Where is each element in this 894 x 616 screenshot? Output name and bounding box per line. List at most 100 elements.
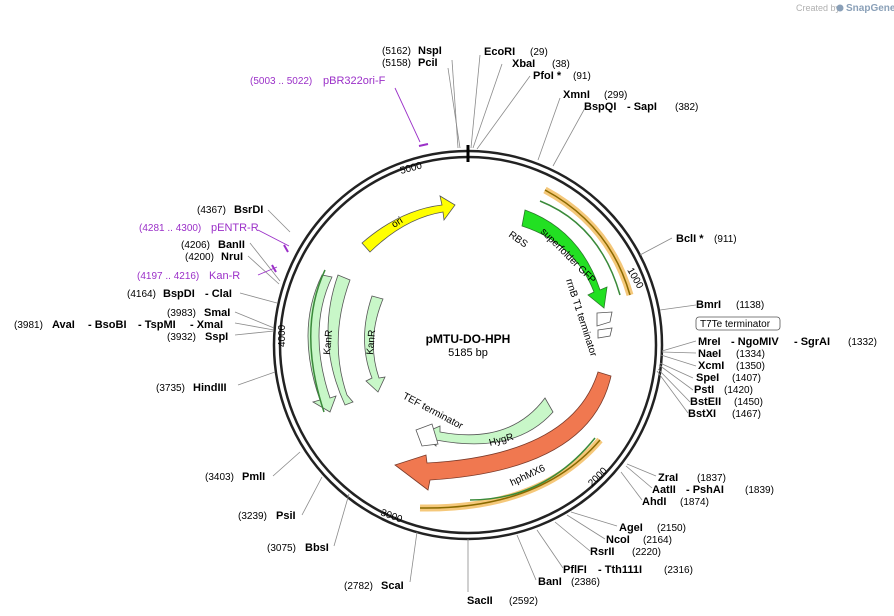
primer-leader-lines <box>257 87 421 276</box>
site-enz-rsrii[interactable]: RsrII <box>590 546 614 558</box>
created-by-text: Created by <box>796 3 841 13</box>
site-pos-sspi: (3932) <box>167 332 196 343</box>
site-pos-bstxi: (1467) <box>732 409 761 420</box>
primer-pos-pbr322ori-f: (5003 .. 5022) <box>250 76 312 87</box>
kanr-inner-label: KanR <box>365 329 378 355</box>
site-pos-xbai: (38) <box>552 59 570 70</box>
site-enz-bstxi[interactable]: BstXI <box>688 408 716 420</box>
primer-name-kan-r[interactable]: Kan-R <box>209 270 240 282</box>
site-enz-bmri[interactable]: BmrI <box>696 299 721 311</box>
site-enz-xbai[interactable]: XbaI <box>512 58 535 70</box>
site-enz-nspi[interactable]: NspI <box>418 45 442 57</box>
site-pos-ahdi: (1874) <box>680 497 709 508</box>
site-pos-pcii: (5158) <box>382 58 411 69</box>
site-pos-bspqi: (382) <box>675 102 698 113</box>
primer-band-gfp-line <box>544 189 631 296</box>
site-enz-pshai[interactable]: - PshAI <box>686 484 724 496</box>
snapgene-brand-text: SnapGene <box>846 3 894 14</box>
site-pos-banii: (4206) <box>181 240 210 251</box>
site-pos-ncoi: (2164) <box>643 535 672 546</box>
site-enz-sgrai[interactable]: - SgrAI <box>794 336 830 348</box>
site-pos-avai: (3981) <box>14 320 43 331</box>
tef-terminator-feature <box>415 423 439 447</box>
site-enz-bani[interactable]: BanI <box>538 576 562 588</box>
site-pos-pflfi: (2316) <box>664 565 693 576</box>
site-enz-smai[interactable]: SmaI <box>204 307 230 319</box>
site-pos-mrei: (1332) <box>848 337 877 348</box>
site-enz-sacii[interactable]: SacII <box>467 595 493 607</box>
site-enz-nrui[interactable]: NruI <box>221 251 243 263</box>
primer-pos-pentr-r: (4281 .. 4300) <box>139 223 201 234</box>
tick-label-2000: 2000 <box>586 465 610 489</box>
site-enz-avai[interactable]: AvaI <box>52 319 75 331</box>
primer-marks <box>271 143 429 273</box>
site-enz-aatii[interactable]: AatII <box>652 484 676 496</box>
hphmx6-feature <box>394 371 612 491</box>
site-enz-ecori[interactable]: EcoRI <box>484 46 515 58</box>
primer-pos-kan-r: (4197 .. 4216) <box>137 271 199 282</box>
site-enz-bsrdi[interactable]: BsrDI <box>234 204 263 216</box>
t7te-label: T7Te terminator <box>700 319 771 330</box>
primer-name-pbr322ori-f[interactable]: pBR322ori-F <box>323 75 386 87</box>
site-enz-spei[interactable]: SpeI <box>696 372 719 384</box>
site-pos-ecori: (29) <box>530 47 548 58</box>
site-enz-agei[interactable]: AgeI <box>619 522 643 534</box>
site-enz-tth111i[interactable]: - Tth111I <box>598 564 642 576</box>
site-enz-banii[interactable]: BanII <box>218 239 245 251</box>
kanr-outer-label: KanR <box>322 329 335 355</box>
site-enz-ngomiv[interactable]: - NgoMIV <box>731 336 779 348</box>
site-enz-xmai[interactable]: - XmaI <box>190 319 223 331</box>
site-pos-bsrdi: (4367) <box>197 205 226 216</box>
site-pos-scai: (2782) <box>344 581 373 592</box>
site-enz-mrei[interactable]: MreI <box>698 336 721 348</box>
site-enz-tspmi[interactable]: - TspMI <box>138 319 176 331</box>
site-pos-hindiii: (3735) <box>156 383 185 394</box>
kanr-outer-track <box>310 269 326 413</box>
site-enz-pfoi[interactable]: PfoI * <box>533 70 562 82</box>
site-pos-agei: (2150) <box>657 523 686 534</box>
site-enz-hindiii[interactable]: HindIII <box>193 382 227 394</box>
kanr-inner-band <box>327 274 354 406</box>
hph-track <box>469 437 596 501</box>
site-enz-ncoi[interactable]: NcoI <box>606 534 630 546</box>
kanr-inner-feature <box>364 295 386 393</box>
site-pos-nspi: (5162) <box>382 46 411 57</box>
site-pos-psti: (1420) <box>724 385 753 396</box>
site-enz-bsteii[interactable]: BstEII <box>690 396 721 408</box>
site-enz-bcli[interactable]: BclI * <box>676 233 704 245</box>
site-pos-bbsi: (3075) <box>267 543 296 554</box>
rrnb-terminator-feature <box>596 311 613 327</box>
site-enz-pcii[interactable]: PciI <box>418 57 438 69</box>
site-enz-bsobi[interactable]: - BsoBI <box>88 319 127 331</box>
sfgfp-feature <box>521 209 608 309</box>
site-pos-pfoi: (91) <box>573 71 591 82</box>
site-enz-pflfi[interactable]: PflFI <box>563 564 587 576</box>
site-enz-ahdi[interactable]: AhdI <box>642 496 666 508</box>
sfgfp-track <box>539 200 621 296</box>
rbs-label: RBS <box>506 229 529 250</box>
site-pos-bmri: (1138) <box>736 300 764 311</box>
site-enz-bbsi[interactable]: BbsI <box>305 542 329 554</box>
site-enz-naei[interactable]: NaeI <box>698 348 721 360</box>
site-enz-sspi[interactable]: SspI <box>205 331 228 343</box>
site-enz-xmni[interactable]: XmnI <box>563 89 590 101</box>
t7te-label-box <box>695 316 781 331</box>
site-enz-pmli[interactable]: PmlI <box>242 471 265 483</box>
site-pos-bsteii: (1450) <box>734 397 763 408</box>
site-enz-clai[interactable]: - ClaI <box>205 288 232 300</box>
site-enz-bspdi[interactable]: BspDI <box>163 288 195 300</box>
site-enz-bspqi[interactable]: BspQI <box>584 101 616 113</box>
site-enz-scai[interactable]: ScaI <box>381 580 404 592</box>
site-enz-zrai[interactable]: ZraI <box>658 472 678 484</box>
site-enz-psii[interactable]: PsiI <box>276 510 296 522</box>
tick-label-4000: 4000 <box>277 324 288 347</box>
site-enz-xcmi[interactable]: XcmI <box>698 360 724 372</box>
site-enz-sapi[interactable]: - SapI <box>627 101 657 113</box>
site-pos-bcli: (911) <box>714 234 737 245</box>
snapgene-logo-icon <box>836 4 844 12</box>
primer-name-pentr-r[interactable]: pENTR-R <box>211 222 259 234</box>
ori-feature <box>361 195 456 253</box>
site-enz-psti[interactable]: PstI <box>694 384 714 396</box>
site-pos-aatii: (1839) <box>745 485 774 496</box>
